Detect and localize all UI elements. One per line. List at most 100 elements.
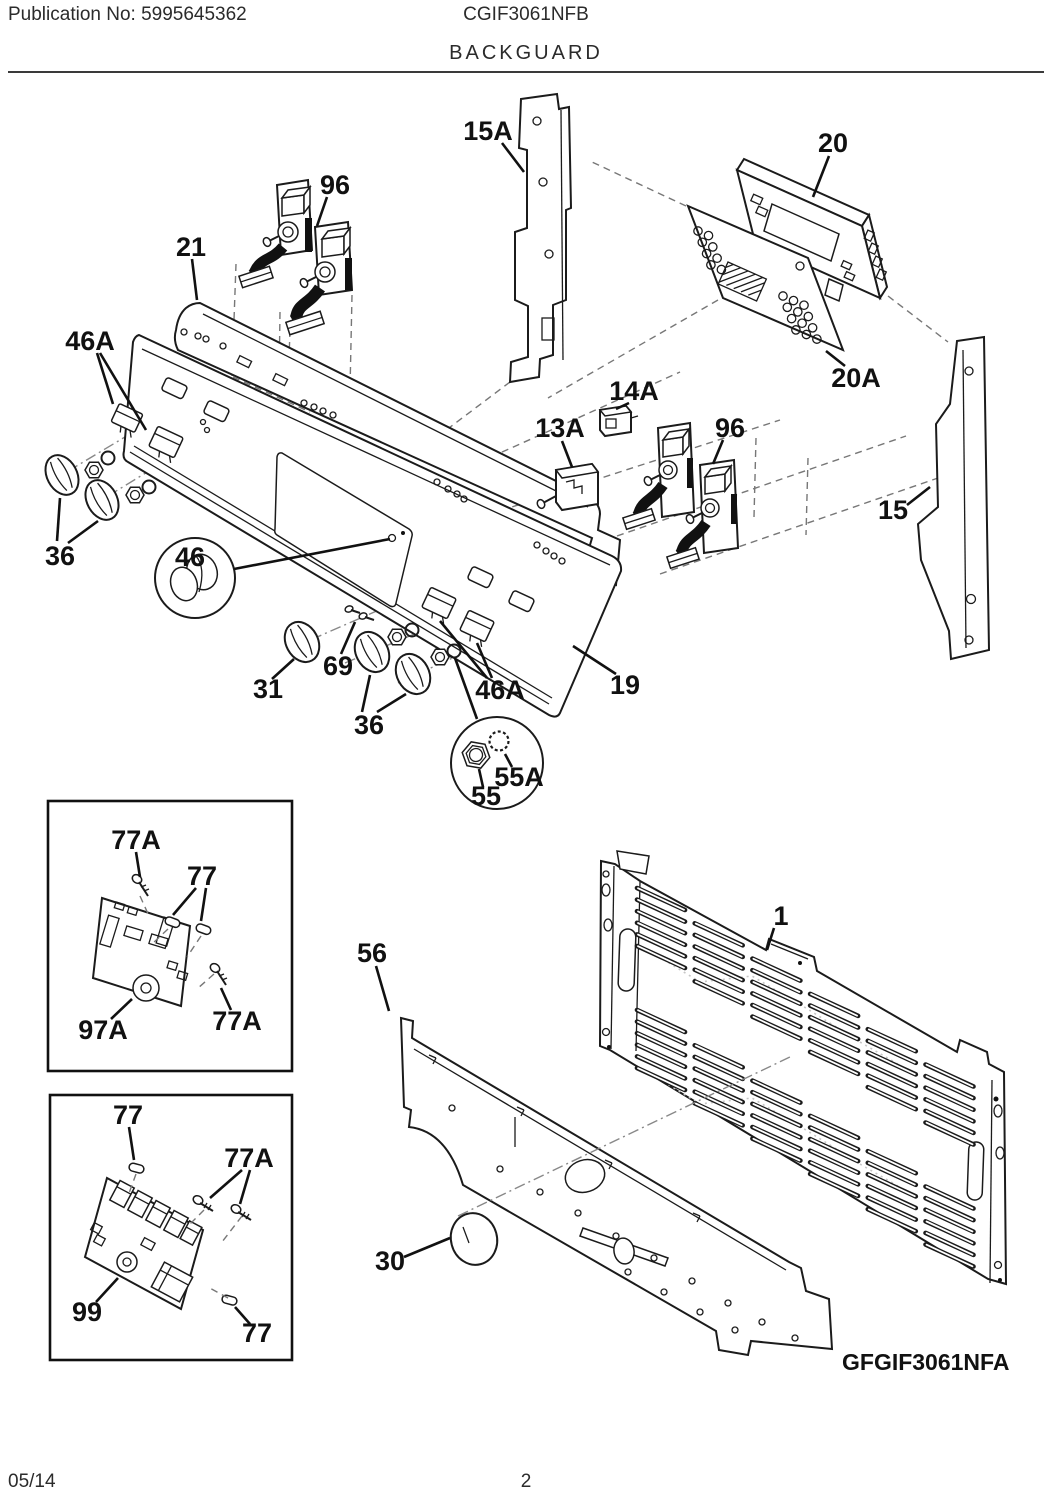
vent-slat-inner [925, 1220, 974, 1244]
detail-circle-55-shape-shape [468, 747, 484, 763]
vent-slat-inner [925, 1185, 974, 1210]
leader-part-77-box2-top [127, 1126, 136, 1161]
top-trim-21-shape [219, 342, 227, 350]
callout-part-55a: 55A [494, 762, 544, 792]
control-panel-19-shape [550, 552, 558, 560]
callout-part-46: 46 [175, 542, 205, 572]
knob-31-shape [283, 620, 321, 664]
knob-36-shape [353, 630, 391, 674]
vent-slat-inner [925, 1098, 974, 1122]
side-bracket-15a-shape [544, 249, 554, 259]
lower-panel-56-shape [574, 1209, 582, 1217]
vent-slat-inner [867, 1040, 916, 1064]
switch-board-assembly-96-mid-shape [687, 458, 693, 488]
leader-part-19 [572, 644, 617, 676]
knob-31 [283, 620, 321, 664]
panel-clips-46a-shape-shape [129, 430, 132, 438]
lower-panel-56-shape [413, 1048, 787, 1271]
switch-board-assembly-96-top-shape [280, 184, 312, 217]
inset-box-clock-board [46, 799, 294, 1073]
knob-36 [353, 630, 391, 674]
keypad-button [792, 307, 803, 317]
switch-14a-shape [630, 415, 639, 419]
detail-circle-55-shape [461, 741, 491, 769]
vent-slat-inner [925, 1209, 974, 1233]
control-panel-19-shape [141, 348, 611, 566]
rear-panel-1-shape [603, 918, 613, 932]
vent-slat-inner [925, 1063, 974, 1088]
inset-box-relay-board [48, 1093, 294, 1362]
side-bracket-15-shape [965, 593, 977, 605]
relay-components-shape [108, 1179, 136, 1209]
control-panel-19-shape [310, 403, 318, 411]
callout-part-97a: 97A [78, 1015, 128, 1045]
callout-part-69: 69 [323, 651, 353, 681]
screw-77a-shape [131, 873, 143, 885]
switch-board-assembly-96-mid-shape [621, 507, 657, 531]
control-panel-19-shape [161, 377, 188, 400]
panel-clips-46a-shape-shape [469, 635, 472, 642]
knob-hardware-shape [129, 489, 141, 501]
lower-panel-56-shape [692, 1212, 701, 1223]
control-panel-19-shape [444, 485, 452, 493]
control-panel-19-shape [203, 400, 230, 423]
overlay-keypad-hatch-shape [733, 276, 763, 290]
leader-part-77a-box2 [209, 1169, 243, 1199]
inset-box-clock-board-shape [186, 935, 202, 958]
footer-page-number: 2 [520, 1471, 532, 1492]
screw-77a-shape [221, 977, 228, 981]
knob-36-shape [57, 457, 73, 488]
control-board-20-shape [749, 193, 764, 206]
switch-board-assembly-96-mid [621, 421, 740, 570]
lower-panel-56-shape [448, 1104, 456, 1112]
vent-slat-inner [810, 1039, 858, 1063]
control-panel-19-shape [329, 411, 337, 419]
construction-lines-shape [591, 161, 687, 207]
knob-hardware-shape [391, 631, 403, 643]
lower-panel-56-shape [696, 1308, 704, 1316]
construction-lines-shape [887, 295, 949, 343]
switch-board-assembly-96-top-shape [262, 236, 272, 248]
panel-clips-46a-shape-shape [119, 426, 122, 433]
relay-components-shape [162, 1209, 190, 1239]
switch-14a [598, 404, 639, 438]
keypad-button [786, 313, 797, 324]
lower-panel-56-shape [604, 1159, 613, 1170]
side-bracket-15-shape [916, 335, 991, 661]
leader-part-55 [477, 768, 485, 788]
screw-77a-shape [218, 973, 225, 977]
leader-part-15a [500, 142, 526, 173]
vent-slat-inner [810, 1173, 858, 1197]
knob-hardware-shape [84, 461, 104, 479]
screw-77a-shape [140, 884, 147, 888]
lower-panel-56-shape [688, 1277, 696, 1285]
screw-77a-shape [245, 1213, 250, 1220]
top-trim-21 [173, 301, 622, 587]
vent-slat-inner [810, 1016, 858, 1040]
switch-board-assembly-96-mid-shape [662, 464, 674, 476]
control-board-20 [735, 157, 889, 303]
construction-lines-shape [616, 435, 907, 537]
inset-box-clock-board-shape [176, 970, 189, 982]
knob-36-shape [367, 634, 383, 665]
construction-lines-shape [291, 605, 389, 649]
vent-slat-inner [637, 1067, 685, 1091]
vent-slat-inner [867, 1196, 916, 1221]
vent-slat-inner [867, 1162, 916, 1186]
knob-hardware-shape [446, 643, 462, 659]
leader-part-69 [339, 621, 357, 655]
screw-77a-shape [203, 1202, 208, 1209]
lower-panel-56-shape [650, 1254, 658, 1262]
panel-clips-46a-shape-shape [431, 612, 434, 619]
switch-board-assembly-96-top-shape [282, 226, 294, 238]
keypad-button [807, 322, 818, 333]
inset-box-clock-board-shape [196, 973, 215, 990]
switch-board-assembly-96-top-shape [289, 284, 325, 327]
leader-part-36-bottom [376, 692, 407, 714]
keypad-button [706, 260, 716, 270]
vent-slat-inner [752, 1137, 801, 1162]
leader-part-13a [560, 440, 574, 468]
panel-clips-46a-shape-shape [154, 432, 181, 446]
control-panel-19-shape [433, 478, 441, 486]
leader-part-46a-right [475, 642, 494, 679]
